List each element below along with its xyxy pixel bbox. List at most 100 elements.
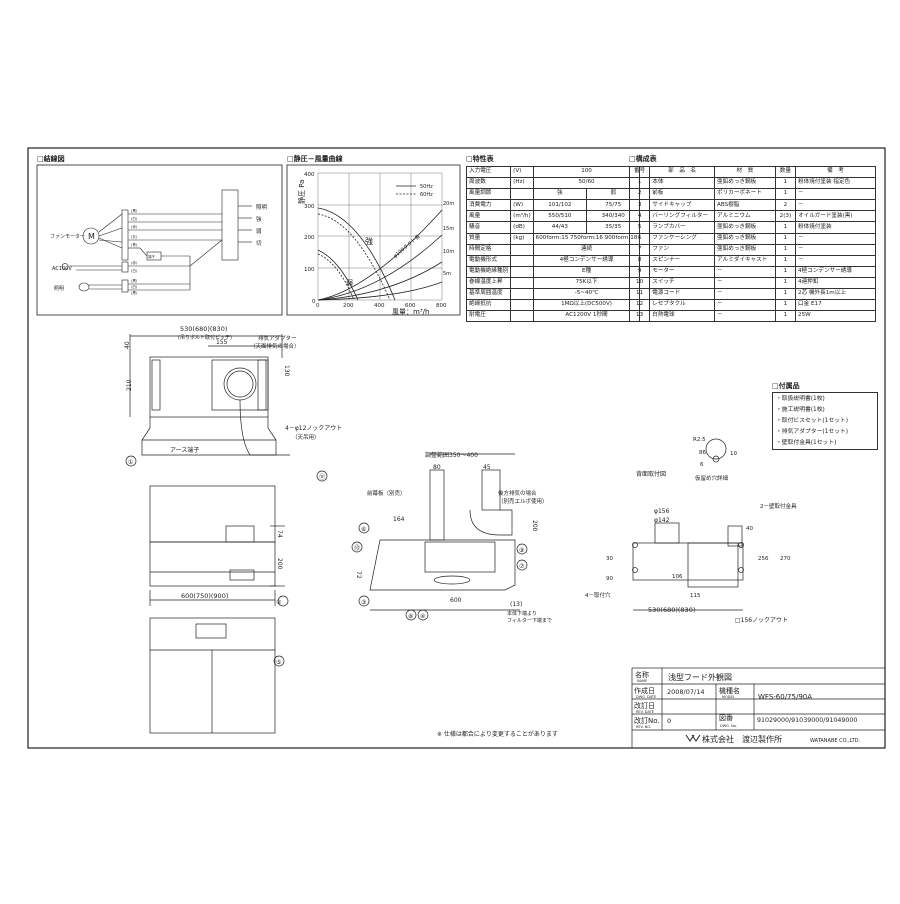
wire-color: (白) (131, 268, 138, 273)
width-note: (吊りボルト取付ピッチ) (178, 334, 232, 341)
parts-cell: ファン (649, 243, 716, 256)
wire-color: (青) (131, 242, 138, 247)
adapter-label: 排気アダプター (258, 334, 297, 342)
parts-cell: 4連押釦 (795, 276, 876, 290)
parts-cell: 2(3) (774, 210, 797, 223)
parts-cell: － (714, 288, 776, 301)
spec-value: 1MΩ以上(DC500V) (532, 299, 641, 312)
wire-color: (白) (131, 284, 138, 289)
spec-value: AC1200V 1秒間 (532, 310, 641, 323)
spec-value: 強 (532, 188, 588, 201)
spec-label: 耐電圧 (465, 310, 512, 323)
spec-value: -5~40℃ (532, 288, 641, 301)
dim-30: 30 (606, 556, 613, 562)
parts-cell: 1 (774, 232, 797, 245)
parts-cell: スピンナー (649, 254, 716, 267)
parts-cell: 1 (628, 177, 651, 190)
switch-label: 強 (256, 215, 262, 223)
spec-unit: (m³/h) (510, 210, 534, 223)
spec-value: 50/60 (532, 177, 641, 190)
parts-cell: － (795, 232, 876, 245)
dim-40: 40 (746, 526, 753, 532)
spec-value: 44/43 (532, 221, 588, 234)
created-label: 作成日 (634, 686, 655, 695)
spec-label: 風量調節 (465, 188, 512, 201)
parts-header-row: 番号部 品 名材 質数量備 考 (628, 165, 876, 179)
balloon: ⑥ (361, 526, 366, 533)
spec-label: 周波数 (465, 177, 512, 190)
spec-row: 入力電圧(V)100 (465, 165, 641, 179)
dim-130: 130 (283, 365, 290, 377)
balloon: ⑪ (319, 473, 325, 481)
spec-label: 入力電圧 (465, 165, 512, 179)
side-view-labels: 調整範囲350～400 80 45 前幕板（別売） 後方排気の場合 （別売エルボ… (354, 451, 552, 624)
dim-164: 164 (393, 516, 405, 523)
parts-cell: 8 (628, 254, 651, 267)
bottom-width-dim: 600(750)(900) (181, 592, 228, 600)
parts-cell: ランプカバー (649, 221, 716, 234)
dim-phi156: φ156 (654, 508, 670, 515)
parts-cell: 粉体焼付塗装 (795, 221, 876, 234)
wire-color: (赤) (131, 224, 138, 229)
dim-r25: R2.5 (693, 437, 706, 443)
adapter-note: （天面排気の場合） (250, 342, 300, 350)
parts-cell: 本体 (649, 177, 716, 190)
spec-label: 騒音 (465, 221, 512, 234)
spec-label: 風量 (465, 210, 512, 223)
spec-unit (510, 276, 534, 290)
lamp-label: 照明 (54, 286, 64, 292)
parts-cell: 4極コンデンサー誘導 (795, 265, 876, 278)
hole-detail-label: 仮留め穴詳細 (695, 474, 729, 482)
spec-value: 連続 (532, 243, 641, 256)
spec-label: 消費電力 (465, 199, 512, 212)
knockout-note: （天吊用） (292, 434, 320, 441)
bracket-label: 2－壁取付金具 (760, 502, 797, 510)
motor-symbol: M (88, 232, 95, 241)
front-plate-label: 前幕板（別売） (367, 489, 406, 497)
parts-cell: － (714, 265, 776, 278)
parts-cell: 前板 (649, 188, 716, 201)
spec-value: 4極コンデンサー誘導 (532, 254, 641, 267)
dim-90: 90 (606, 576, 613, 582)
rear-view-labels: 背面取付図 R2.5 6 86 10 仮留め穴詳細 2－壁取付金具 φ156 φ… (585, 437, 797, 624)
dim-74: 74 (276, 530, 283, 538)
title-block (631, 667, 886, 749)
spec-unit (510, 265, 534, 278)
duct-length: 15m (443, 226, 454, 232)
wire-color: (黒) (131, 291, 138, 295)
front-view (125, 334, 328, 482)
x-tick: 0 (316, 303, 320, 309)
dim-270: 270 (780, 556, 791, 562)
dim-600: 600 (450, 597, 462, 604)
spec-value: 600form:15 750form:16 900form:18 (532, 232, 641, 245)
bottom-view (149, 617, 285, 734)
wire-color: (赤) (131, 260, 138, 265)
parts-cell: 5 (628, 221, 651, 234)
accessory-item: ・壁取付金具(1セット) (776, 440, 837, 446)
knockout-156: □156ノックアウト (735, 616, 788, 624)
wire-color: (黒) (131, 279, 138, 283)
rev-no-en: REV. NO. (636, 725, 651, 729)
balloon: ③ (361, 599, 366, 606)
x-tick: 600 (405, 303, 416, 309)
spec-row: 風量調節強弱 (465, 188, 641, 201)
parts-cell: 1 (774, 265, 797, 278)
width-dim: 530(680)(830) (180, 325, 227, 333)
x-tick: 800 (436, 303, 447, 309)
parts-cell: － (714, 299, 776, 312)
rev-date-label: 改訂日 (634, 701, 655, 710)
strong-label: 強 (365, 236, 373, 246)
accessory-item: ・排気アダプター(1セット) (776, 429, 848, 435)
spec-unit (510, 188, 534, 201)
rev-no-label: 改訂No. (634, 716, 660, 725)
parts-cell: ファンケーシング (649, 232, 716, 245)
parts-cell: 亜鉛めっき鋼板 (714, 177, 776, 190)
name-label: 名称 (635, 670, 649, 679)
